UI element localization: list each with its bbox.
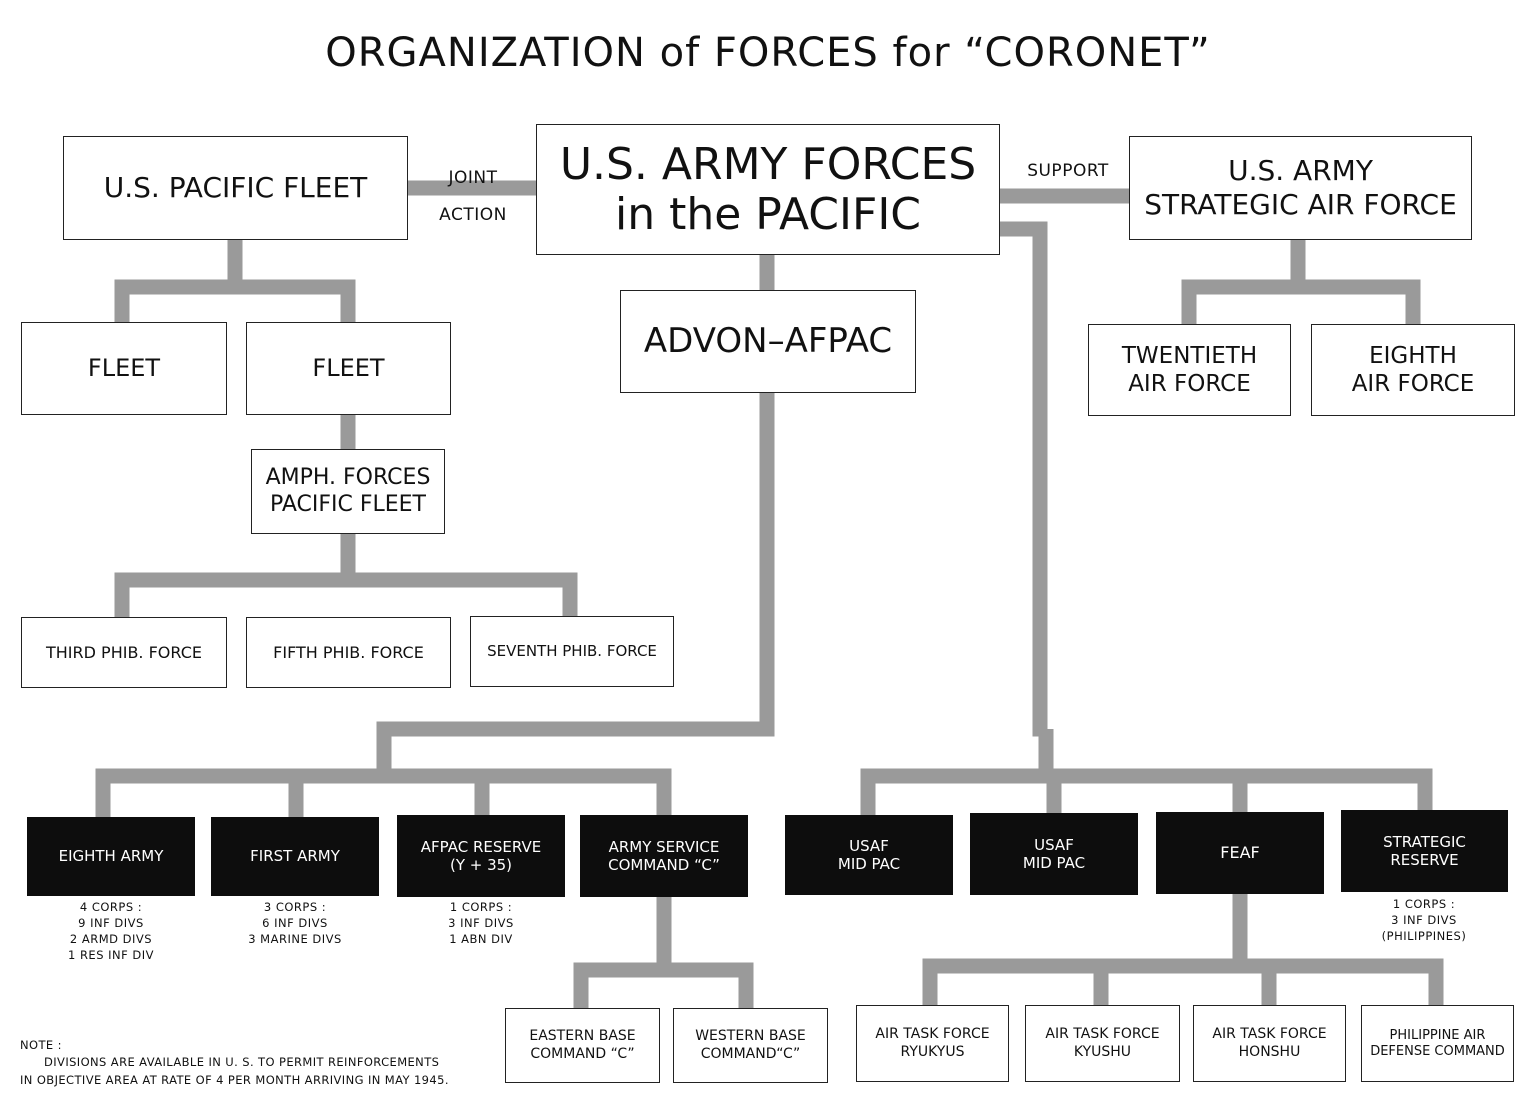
- node-us-pacific-fleet: U.S. PACIFIC FLEET: [63, 136, 408, 240]
- footnote-heading: NOTE :: [20, 1038, 62, 1052]
- air-tier-bus: [860, 768, 1433, 815]
- feaf-split: [922, 894, 1444, 1005]
- joint-action-label: JOINT ACTION: [439, 168, 507, 226]
- node-eighth-air-force: EIGHTH AIR FORCE: [1311, 324, 1515, 416]
- footnote-line-2: IN OBJECTIVE AREA AT RATE OF 4 PER MONTH…: [20, 1072, 449, 1087]
- node-usaf-mid-pac-1: USAF MID PAC: [785, 815, 953, 895]
- node-strategic-air-force: U.S. ARMY STRATEGIC AIR FORCE: [1129, 136, 1472, 240]
- support-label: SUPPORT: [1027, 161, 1109, 181]
- node-feaf: FEAF: [1156, 812, 1324, 894]
- node-philippine-air-defense-command: PHILIPPINE AIR DEFENSE COMMAND: [1361, 1005, 1514, 1082]
- node-fifth-phib-force: FIFTH PHIB. FORCE: [246, 617, 451, 688]
- node-air-task-force-ryukyus: AIR TASK FORCE RYUKYUS: [856, 1005, 1009, 1082]
- footnote-line-1: DIVISIONS ARE AVAILABLE IN U. S. TO PERM…: [44, 1055, 440, 1070]
- node-us-army-forces-pacific: U.S. ARMY FORCES in the PACIFIC: [536, 124, 1000, 255]
- node-usaf-mid-pac-2: USAF MID PAC: [970, 813, 1138, 895]
- node-afpac-reserve: AFPAC RESERVE (Y + 35): [397, 815, 565, 897]
- saf-split: [1181, 240, 1421, 324]
- army-tier-bus: [95, 768, 672, 817]
- node-air-task-force-honshu: AIR TASK FORCE HONSHU: [1193, 1005, 1346, 1082]
- node-advon-afpac: ADVON–AFPAC: [620, 290, 916, 393]
- node-third-phib-force: THIRD PHIB. FORCE: [21, 617, 227, 688]
- node-eastern-base-command: EASTERN BASE COMMAND “C”: [505, 1008, 660, 1083]
- node-western-base-command: WESTERN BASE COMMAND“C”: [673, 1008, 828, 1083]
- footnote: NOTE : DIVISIONS ARE AVAILABLE IN U. S. …: [20, 1037, 449, 1089]
- node-eighth-army: EIGHTH ARMY: [27, 817, 195, 896]
- service-command-split: [573, 897, 754, 1008]
- first-army-composition: 3 CORPS : 6 INF DIVS 3 MARINE DIVS: [248, 900, 342, 946]
- node-air-task-force-kyushu: AIR TASK FORCE KYUSHU: [1025, 1005, 1180, 1082]
- node-amph-forces-pacific-fleet: AMPH. FORCES PACIFIC FLEET: [251, 449, 445, 534]
- node-fleet-2: FLEET: [246, 322, 451, 415]
- strategic-reserve-composition: 1 CORPS : 3 INF DIVS (PHILIPPINES): [1381, 897, 1467, 943]
- chart-title: ORGANIZATION of FORCES for “CORONET”: [325, 30, 1211, 76]
- node-fleet-1: FLEET: [21, 322, 227, 415]
- node-first-army: FIRST ARMY: [211, 817, 379, 896]
- afpac-air-trunk: [1000, 221, 1048, 737]
- node-strategic-reserve: STRATEGIC RESERVE: [1341, 810, 1508, 892]
- fleet-split: [114, 240, 356, 322]
- afpac-reserve-composition: 1 CORPS : 3 INF DIVS 1 ABN DIV: [448, 900, 514, 946]
- node-twentieth-air-force: TWENTIETH AIR FORCE: [1088, 324, 1291, 416]
- node-seventh-phib-force: SEVENTH PHIB. FORCE: [470, 616, 674, 687]
- advon-army-trunk: [376, 393, 775, 770]
- eighth-army-composition: 4 CORPS : 9 INF DIVS 2 ARMD DIVS 1 RES I…: [67, 900, 155, 962]
- node-army-service-command: ARMY SERVICE COMMAND “C”: [580, 815, 748, 897]
- amph-split: [114, 534, 578, 617]
